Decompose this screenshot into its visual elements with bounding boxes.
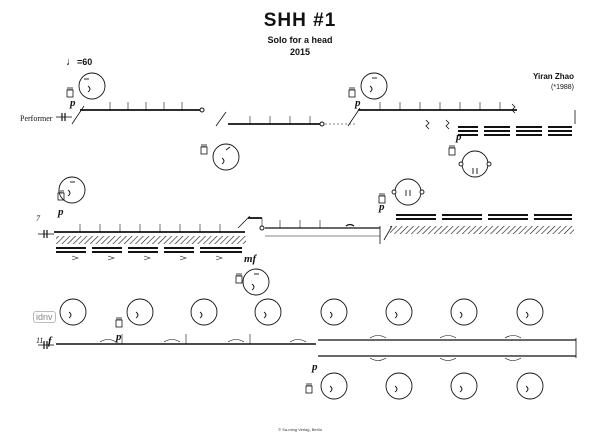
head-symbol-icon — [59, 298, 87, 326]
hand-symbol-icon — [348, 87, 356, 98]
piece-title: SHH #1 — [263, 10, 337, 31]
dynamic-mark: p — [116, 331, 122, 343]
dynamic-mark: p — [312, 361, 318, 373]
head-symbol-icon — [126, 298, 154, 326]
hand-symbol-icon — [305, 383, 313, 394]
dynamic-mark: p — [58, 206, 64, 218]
head-symbol-icon — [58, 176, 86, 204]
dynamic-mark: mf — [244, 253, 257, 265]
head-symbol-icon — [254, 298, 282, 326]
head-symbol-icon — [516, 372, 544, 400]
hand-symbol-icon — [66, 87, 74, 98]
measure-number-11: 11 — [36, 336, 44, 345]
tempo-marking: ♩=60 — [66, 56, 92, 68]
head-symbol-icon — [450, 298, 478, 326]
dynamic-mark: p — [355, 97, 361, 109]
dynamic-mark: f — [48, 335, 52, 347]
hand-symbol-icon — [115, 317, 123, 328]
head-symbol-icon — [320, 372, 348, 400]
head-symbol-icon — [391, 178, 425, 206]
head-symbol-icon — [78, 72, 106, 100]
tempo-value: =60 — [77, 57, 93, 67]
performer-label: Performer — [20, 114, 53, 123]
head-symbol-icon — [385, 372, 413, 400]
system-2 — [38, 214, 574, 261]
composer-dates: (*1988) — [551, 84, 574, 91]
watermark-stamp: idnv — [33, 311, 56, 323]
head-symbol-icon — [516, 298, 544, 326]
quarter-note-icon: ♩ — [66, 56, 77, 68]
hand-symbol-icon — [448, 145, 456, 156]
system-1 — [56, 102, 576, 136]
piece-year: 2015 — [289, 47, 311, 57]
head-symbol-icon — [385, 298, 413, 326]
measure-number-7: 7 — [36, 214, 40, 223]
hand-symbol-icon — [235, 273, 243, 284]
system-3 — [38, 334, 577, 361]
head-symbol-icon — [212, 143, 240, 171]
dynamic-mark: p — [456, 131, 462, 143]
piece-subtitle: Solo for a head — [267, 35, 333, 45]
head-symbol-icon — [320, 298, 348, 326]
dynamic-mark: p — [379, 201, 385, 213]
head-symbol-icon — [360, 72, 388, 100]
hand-symbol-icon — [378, 193, 386, 204]
head-symbol-icon — [458, 150, 492, 178]
hand-symbol-icon — [57, 190, 65, 201]
dynamic-mark: p — [70, 97, 76, 109]
composer-name: Yiran Zhao — [532, 72, 574, 81]
head-symbol-icon — [242, 268, 270, 296]
hand-symbol-icon — [200, 144, 208, 155]
head-symbol-icon — [190, 298, 218, 326]
head-symbol-icon — [450, 372, 478, 400]
copyright-footer: © Sa-ming Verlag, Berlin — [278, 427, 322, 432]
